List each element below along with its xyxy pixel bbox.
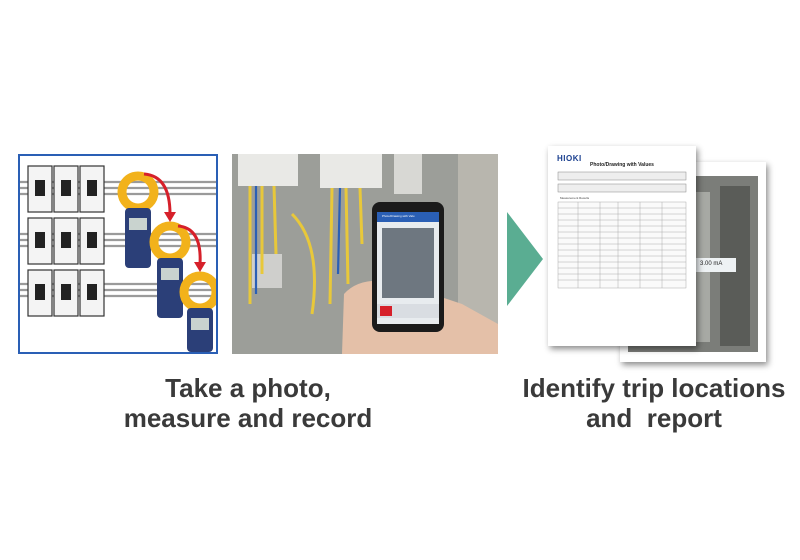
caption-left-line2: measure and record xyxy=(123,403,373,433)
report-front-page: HIOKI Photo/Drawing with Values Measurem… xyxy=(548,146,696,346)
report-title: Photo/Drawing with Values xyxy=(590,162,654,168)
clamp-meter-1 xyxy=(117,171,159,268)
caption-right: Identify trip locations and report xyxy=(508,373,800,433)
caption-left: Take a photo, measure and record xyxy=(98,373,398,433)
report-section: Measurement Results xyxy=(560,196,590,200)
clamp-meter-illustration xyxy=(18,154,218,354)
panel-phone-photo: Photo/Drawing with Valu xyxy=(232,154,498,354)
overlay-value: 3.00 mA xyxy=(700,261,723,267)
caption-right-line2: and report xyxy=(586,403,722,433)
caption-right-line1: Identify trip locations xyxy=(522,373,786,403)
panel-photo-drawing xyxy=(232,154,498,354)
phone-app-header: Photo/Drawing with Valu xyxy=(382,214,415,218)
report-stack: 3.00 mA HIOKI Photo/Drawing with Values … xyxy=(548,146,770,362)
clamp-meter-3 xyxy=(179,271,216,352)
breaker-panel-drawing xyxy=(20,165,216,352)
right-arrow-icon xyxy=(507,212,543,306)
hioki-logo: HIOKI xyxy=(557,154,582,163)
caption-left-line1: Take a photo, xyxy=(165,373,331,403)
clamp-meter-2 xyxy=(149,221,191,318)
